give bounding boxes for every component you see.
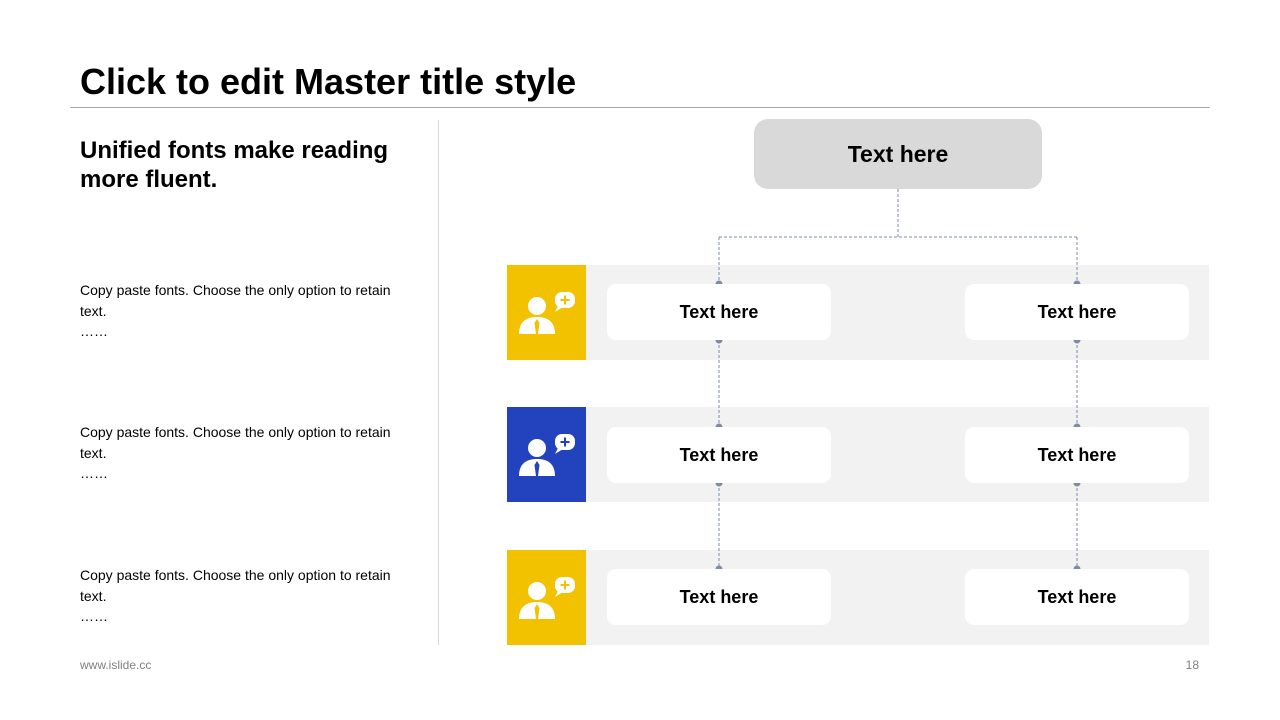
node-row1-right: Text here (965, 284, 1189, 340)
description-1: Copy paste fonts. Choose the only option… (80, 280, 420, 340)
node-row1-left: Text here (607, 284, 831, 340)
title-divider (70, 107, 1210, 108)
column-divider (438, 120, 439, 645)
footer-url: www.islide.cc (80, 658, 152, 672)
page-number: 18 (1185, 658, 1199, 672)
description-ellipsis: …… (80, 323, 108, 339)
description-text: Copy paste fonts. Choose the only option… (80, 424, 391, 461)
node-row2-left: Text here (607, 427, 831, 483)
description-text: Copy paste fonts. Choose the only option… (80, 567, 391, 604)
node-row2-right: Text here (965, 427, 1189, 483)
node-row3-left: Text here (607, 569, 831, 625)
slide-title: Click to edit Master title style (80, 61, 577, 102)
top-node: Text here (754, 119, 1042, 189)
description-text: Copy paste fonts. Choose the only option… (80, 282, 391, 319)
row-icon-tile-3 (507, 550, 586, 645)
description-3: Copy paste fonts. Choose the only option… (80, 565, 420, 625)
row-icon-tile-1 (507, 265, 586, 360)
description-2: Copy paste fonts. Choose the only option… (80, 422, 420, 482)
user-chat-icon (518, 291, 575, 334)
user-chat-icon (518, 576, 575, 619)
user-chat-icon (518, 433, 575, 476)
description-ellipsis: …… (80, 465, 108, 481)
description-ellipsis: …… (80, 608, 108, 624)
node-row3-right: Text here (965, 569, 1189, 625)
row-icon-tile-2 (507, 407, 586, 502)
subtitle: Unified fonts make reading more fluent. (80, 137, 389, 193)
